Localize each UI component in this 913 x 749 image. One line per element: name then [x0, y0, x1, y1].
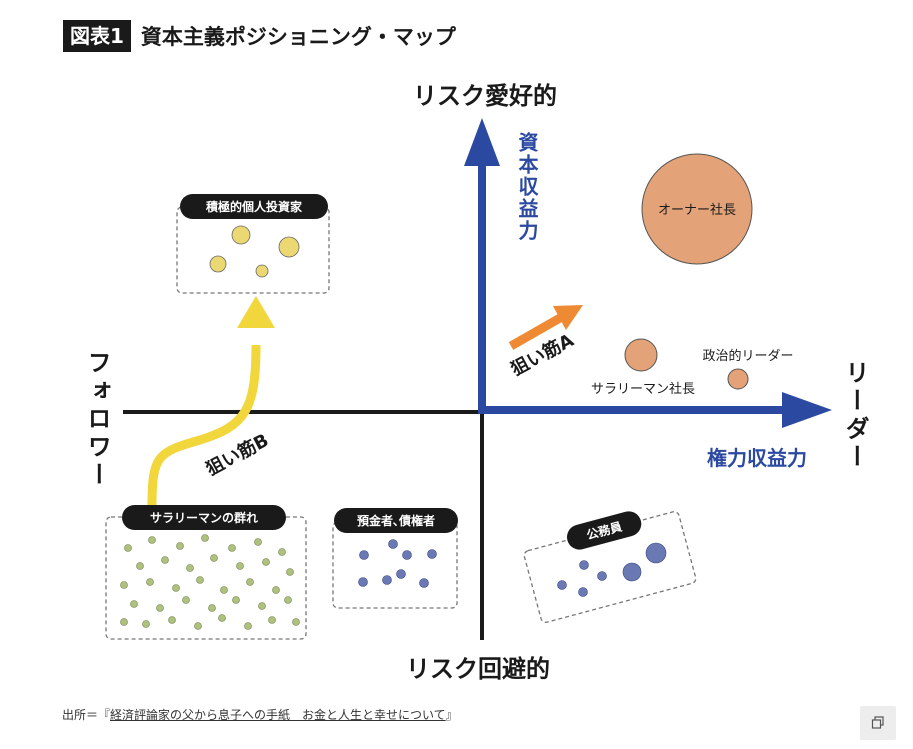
politician-bubble — [727, 368, 749, 390]
axis-label-left: フォロワー — [83, 350, 111, 490]
path-a-arrow — [508, 305, 583, 350]
figure-heading: 資本主義ポジショニング・マップ — [140, 25, 456, 49]
copy-button[interactable] — [860, 706, 896, 740]
power-return-label: 権力収益力 — [707, 446, 807, 470]
salaryman-group-label: サラリーマンの群れ — [150, 510, 258, 525]
investor-label: 積極的個人投資家 — [205, 199, 303, 214]
source-citation: 出所＝『経済評論家の父から息子への手紙 お金と人生と幸せについて』 — [62, 706, 458, 723]
axis-label-bottom: リスク回避的 — [406, 655, 550, 683]
power-return-arrow — [478, 392, 832, 428]
source-suffix: 』 — [445, 708, 458, 722]
owner-bubble — [641, 153, 753, 265]
owner-label: オーナー社長 — [658, 202, 736, 218]
source-link[interactable]: 経済評論家の父から息子への手紙 お金と人生と幸せについて — [110, 708, 446, 722]
salaryman-ceo-bubble — [624, 338, 658, 372]
politician-label: 政治的リーダー — [702, 348, 793, 364]
source-prefix: 出所＝『 — [62, 708, 111, 722]
depositor-group: 預金者､債権者 — [332, 508, 458, 609]
copy-icon — [871, 716, 884, 729]
capital-return-label: 資本収益力 — [515, 131, 539, 242]
capital-return-arrow — [464, 118, 500, 412]
axis-label-right: リーダー — [841, 360, 869, 472]
investor-group: 積極的個人投資家 — [176, 194, 330, 294]
civil-servant-group: 公務員 — [523, 511, 697, 623]
path-a-label: 狙い筋A — [507, 329, 577, 380]
salaryman-ceo-label: サラリーマン社長 — [591, 381, 695, 397]
depositor-label: 預金者､債権者 — [357, 513, 435, 528]
axis-label-top: リスク愛好的 — [413, 82, 557, 110]
path-b-arrow — [147, 296, 275, 507]
figure-badge: 図表1 — [63, 20, 131, 52]
figure-title: 図表1 資本主義ポジショニング・マップ — [63, 19, 456, 53]
salaryman-group: サラリーマンの群れ — [105, 505, 307, 640]
